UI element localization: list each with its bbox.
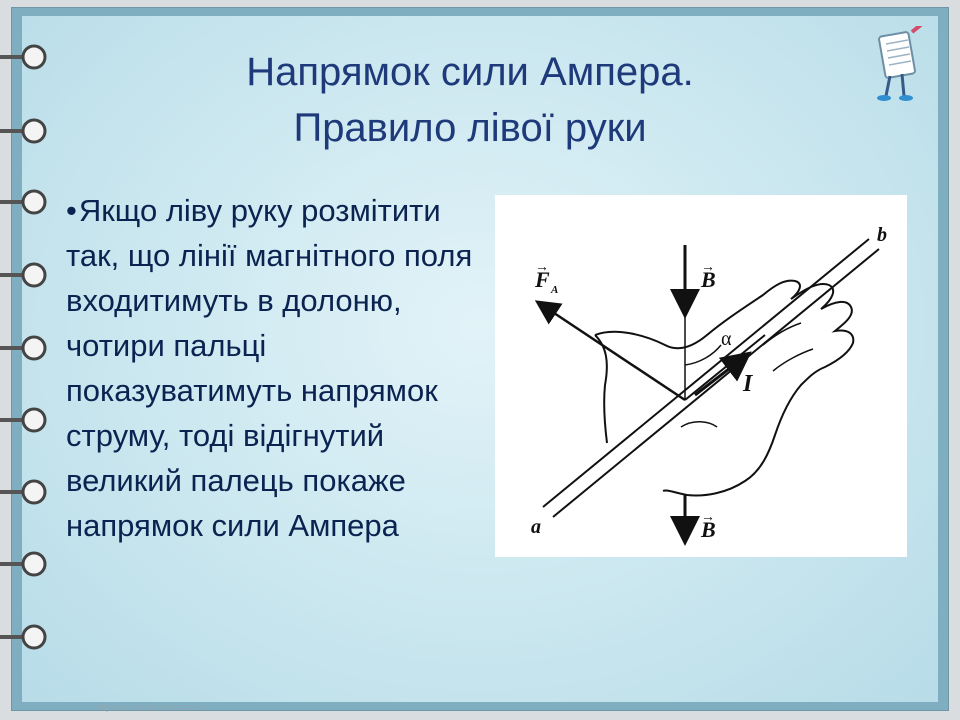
ring-icon xyxy=(0,44,47,70)
label-b-bottom: B xyxy=(700,517,716,542)
finger-line xyxy=(772,348,814,372)
ring-icon xyxy=(0,189,47,215)
title-line-1: Напрямок сили Ампера. xyxy=(246,50,694,94)
ring-icon xyxy=(0,335,47,361)
left-hand-rule-diagram: B → B → F A → I α a b xyxy=(495,195,907,557)
conductor-line xyxy=(552,248,880,518)
force-arrow xyxy=(534,300,686,402)
ring-icon xyxy=(0,551,47,577)
label-current: I xyxy=(742,371,754,397)
conductor-line xyxy=(542,238,870,508)
footer-url: http://edu-teacherzv.ucoz.ru xyxy=(96,702,207,712)
finger-line xyxy=(762,322,802,346)
ring-icon xyxy=(0,624,47,650)
title-line-2: Правило лівої руки xyxy=(293,106,647,150)
ring-icon xyxy=(0,479,47,505)
label-end-b: b xyxy=(877,224,887,246)
label-b-top: B xyxy=(700,267,716,292)
diagram-canvas: B → B → F A → I α a b xyxy=(531,224,887,546)
label-end-a: a xyxy=(531,516,541,538)
vector-mark: → xyxy=(701,510,715,525)
ring-icon xyxy=(0,262,47,288)
hand-outline xyxy=(594,279,855,497)
bullet-mark: • xyxy=(66,193,77,228)
bullet-text: Якщо ліву руку розмітити так, що лінії м… xyxy=(66,193,473,543)
ring-icon xyxy=(0,118,47,144)
vector-mark: → xyxy=(701,260,715,275)
current-arrow xyxy=(694,351,752,397)
label-alpha: α xyxy=(721,328,732,350)
slide-title: Напрямок сили Ампера. Правило лівої руки xyxy=(120,44,820,156)
alpha-arc xyxy=(684,344,722,366)
vector-mark: → xyxy=(535,260,549,275)
ring-icon xyxy=(0,407,47,433)
thumb-outline xyxy=(594,334,608,444)
palm-crease xyxy=(680,421,718,428)
label-force: F xyxy=(534,267,550,292)
notebook-mascot-icon xyxy=(877,26,923,101)
label-force-subscript: A xyxy=(550,284,558,296)
bullet-paragraph: •Якщо ліву руку розмітити так, що лінії … xyxy=(66,188,486,548)
